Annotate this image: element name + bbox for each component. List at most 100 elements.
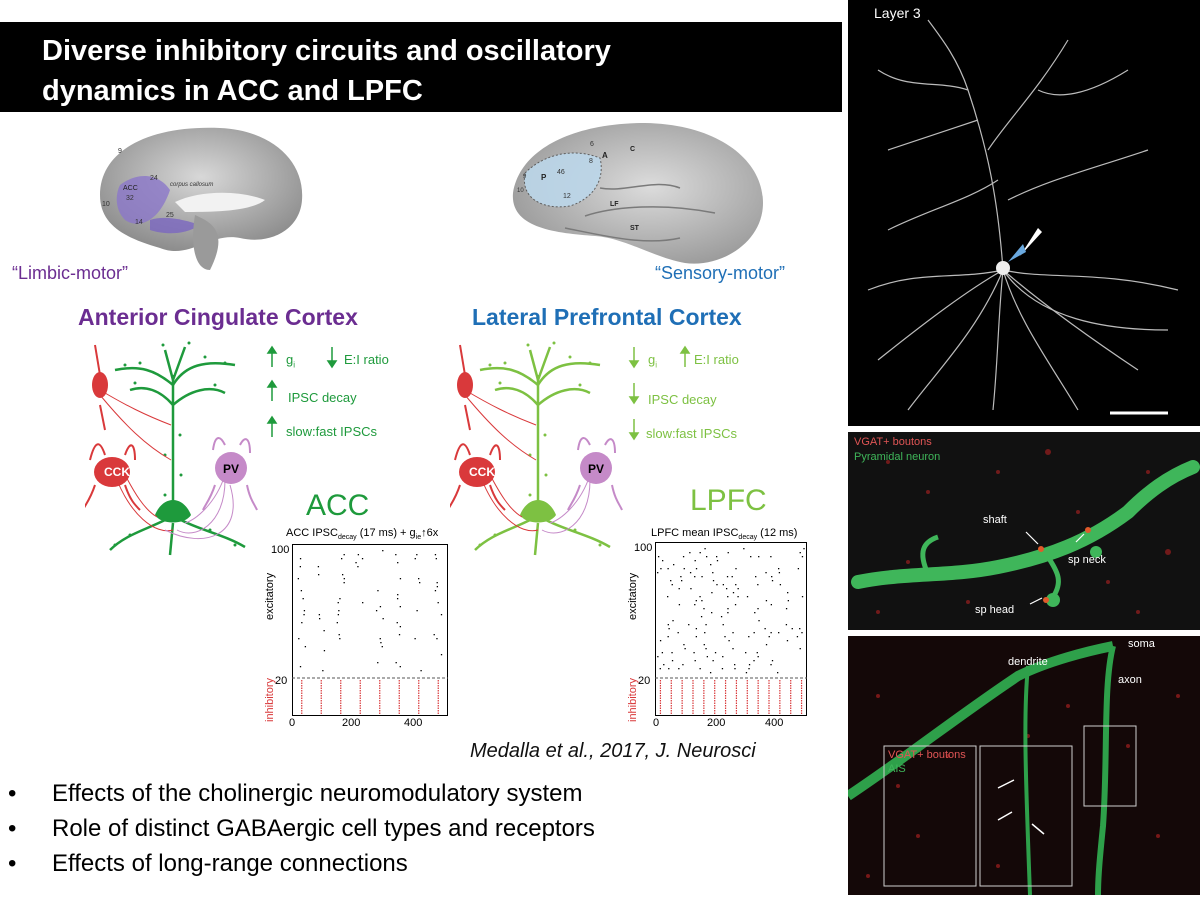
excitatory-spike bbox=[382, 550, 384, 552]
excitatory-spike bbox=[435, 558, 437, 560]
excitatory-spike bbox=[661, 652, 664, 654]
excitatory-spike bbox=[720, 616, 723, 618]
excitatory-spike bbox=[722, 624, 724, 626]
excitatory-spike bbox=[711, 612, 713, 614]
excitatory-spike bbox=[437, 602, 439, 604]
brain-area-10-lateral: 10 bbox=[517, 188, 524, 194]
excitatory-spike bbox=[317, 566, 320, 568]
excitatory-spike bbox=[682, 556, 685, 558]
excitatory-spike bbox=[338, 610, 340, 612]
ais-label-axon: axon bbox=[1118, 674, 1142, 686]
brain-sulcus-p: P bbox=[541, 173, 547, 182]
excitatory-spike bbox=[318, 574, 320, 576]
excitatory-spike bbox=[757, 656, 759, 658]
excitatory-spike bbox=[671, 660, 674, 662]
excitatory-spike bbox=[787, 592, 789, 594]
excitatory-spike bbox=[693, 652, 695, 654]
acc-up-arrows bbox=[266, 345, 278, 437]
brain-area-14: 14 bbox=[135, 219, 143, 226]
lpfc-ratio-indicator: slow:fast IPSCs bbox=[646, 426, 738, 441]
excitatory-spike bbox=[737, 588, 739, 590]
excitatory-spike bbox=[779, 584, 782, 586]
spines-label-sp-neck: sp neck bbox=[1068, 554, 1106, 566]
acc-ylabel-excitatory: excitatory bbox=[264, 572, 276, 620]
excitatory-spike bbox=[700, 616, 703, 618]
acc-down-arrow bbox=[326, 347, 338, 369]
brain-label-corpus-callosum: corpus callosum bbox=[170, 182, 213, 188]
excitatory-spike bbox=[433, 634, 435, 636]
excitatory-spike bbox=[758, 556, 760, 558]
excitatory-spike bbox=[659, 668, 661, 670]
excitatory-spike bbox=[735, 584, 737, 586]
excitatory-spike bbox=[684, 648, 686, 650]
limbic-motor-caption: “Limbic-motor” bbox=[12, 263, 129, 283]
excitatory-spike bbox=[678, 604, 681, 606]
spines-legend-vgat: VGAT+ boutons bbox=[854, 436, 932, 448]
excitatory-spike bbox=[712, 580, 715, 582]
lpfc-pv-cell-label: PV bbox=[587, 462, 604, 476]
excitatory-spike bbox=[770, 632, 772, 634]
excitatory-spike bbox=[382, 618, 384, 620]
micrograph-layer3: Layer 3 bbox=[848, 0, 1200, 426]
excitatory-spike bbox=[694, 660, 696, 662]
brain-area-25: 25 bbox=[166, 212, 174, 219]
excitatory-spike bbox=[724, 636, 726, 638]
excitatory-spike bbox=[395, 662, 397, 664]
excitatory-spike bbox=[301, 622, 303, 624]
lpfc-circuit-diagram bbox=[450, 341, 623, 556]
lpfc-ylabel-excitatory: excitatory bbox=[627, 572, 639, 620]
lpfc-xtick-400: 400 bbox=[765, 717, 784, 729]
excitatory-spike bbox=[699, 596, 701, 598]
lpfc-gi-indicator: gi bbox=[648, 352, 657, 370]
excitatory-spike bbox=[680, 576, 682, 578]
excitatory-spike bbox=[659, 640, 662, 642]
excitatory-spike bbox=[764, 628, 766, 630]
excitatory-spike bbox=[694, 560, 696, 562]
excitatory-spike bbox=[770, 664, 772, 666]
spines-label-sp-head: sp head bbox=[975, 604, 1015, 616]
excitatory-spike bbox=[803, 548, 805, 550]
excitatory-spike bbox=[657, 656, 659, 658]
excitatory-spike bbox=[399, 626, 402, 628]
excitatory-spike bbox=[436, 586, 439, 588]
excitatory-spike bbox=[440, 654, 443, 656]
excitatory-spike bbox=[338, 634, 340, 636]
lpfc-xtick-0: 0 bbox=[653, 717, 660, 729]
brain-area-24: 24 bbox=[150, 175, 158, 182]
excitatory-spike bbox=[694, 576, 696, 578]
slide-title-line2: dynamics in ACC and LPFC bbox=[42, 75, 423, 107]
acc-xtick-200: 200 bbox=[342, 717, 361, 729]
excitatory-spike bbox=[677, 632, 679, 634]
acc-ei-indicator: E:I ratio bbox=[344, 352, 389, 367]
acc-raster-title-sub: decay bbox=[337, 534, 357, 542]
excitatory-spike bbox=[361, 558, 364, 560]
excitatory-spike bbox=[667, 624, 669, 626]
excitatory-spike bbox=[322, 670, 324, 672]
excitatory-spike bbox=[681, 580, 683, 582]
raster-frame bbox=[655, 542, 807, 716]
bullet-item-2: •Role of distinct GABAergic cell types a… bbox=[8, 815, 595, 842]
excitatory-spike bbox=[737, 596, 739, 598]
excitatory-spike bbox=[757, 608, 759, 610]
bullet-item-1: •Effects of the cholinergic neuromodulat… bbox=[8, 780, 583, 807]
excitatory-spike bbox=[770, 556, 772, 558]
excitatory-spike bbox=[796, 636, 799, 638]
excitatory-spike bbox=[797, 568, 800, 570]
excitatory-spike bbox=[768, 636, 770, 638]
excitatory-spike bbox=[785, 624, 788, 626]
layer3-label: Layer 3 bbox=[874, 5, 921, 21]
excitatory-spike bbox=[379, 638, 381, 640]
excitatory-spike bbox=[705, 556, 708, 558]
excitatory-spike bbox=[791, 628, 793, 630]
acc-ytick-20: 20 bbox=[275, 675, 288, 687]
excitatory-spike bbox=[801, 596, 804, 598]
excitatory-spike bbox=[722, 584, 724, 586]
excitatory-spike bbox=[727, 552, 729, 554]
excitatory-spike bbox=[323, 630, 325, 632]
excitatory-spike bbox=[721, 668, 724, 670]
acc-label: ACC bbox=[306, 489, 370, 522]
brain-sulcus-a: A bbox=[602, 151, 608, 160]
excitatory-spike bbox=[801, 632, 803, 634]
micrograph-ais: soma dendrite axon VGAT+ boutons AIS bbox=[848, 636, 1200, 895]
excitatory-spike bbox=[416, 554, 418, 556]
